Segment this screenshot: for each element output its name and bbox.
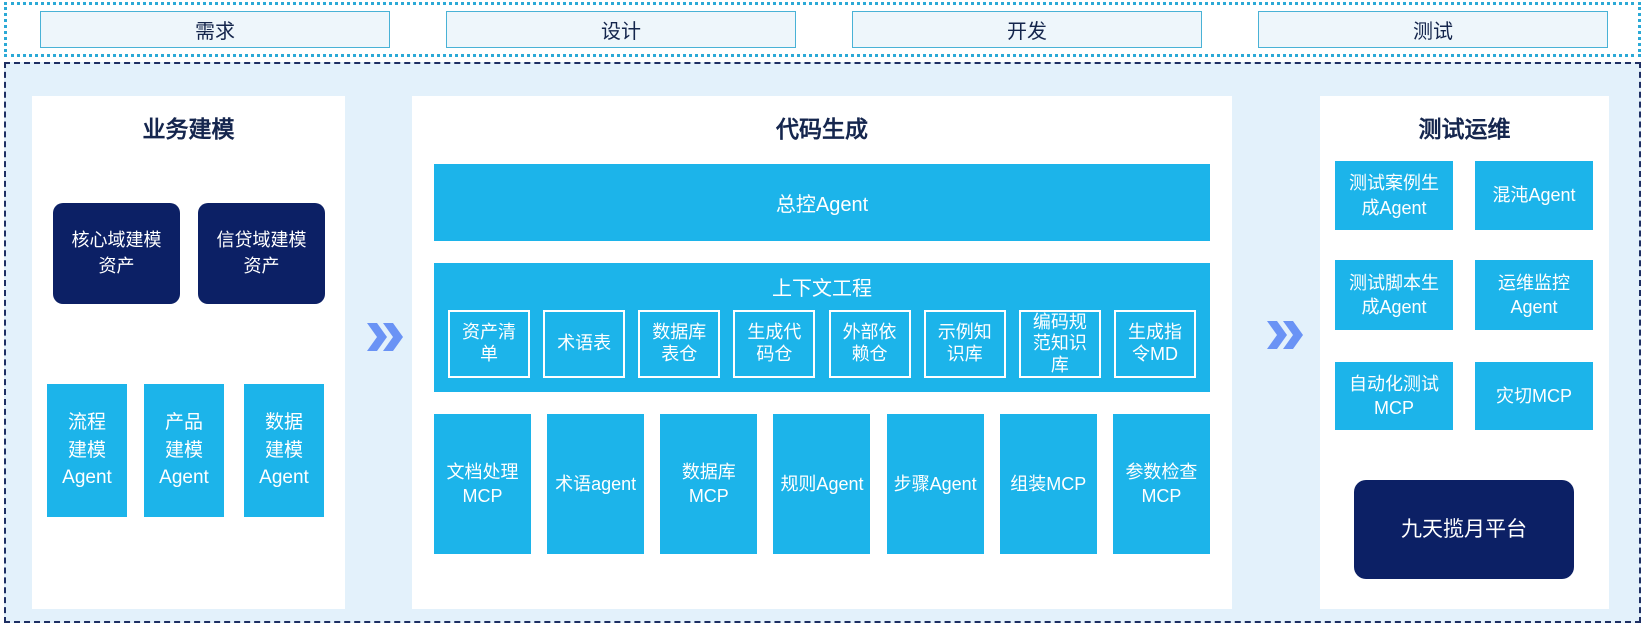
phase-testing: 测试 [1258, 11, 1608, 48]
tool-box-step-agent: 步骤Agent [886, 414, 984, 554]
agent-box-product-modeling: 产品 建模 Agent [144, 384, 224, 517]
context-items-row: 资产清 单 术语表 数据库 表仓 生成代 码仓 外部依 赖仓 示例知 识库 编码… [448, 310, 1196, 378]
context-item-db-table-repo: 数据库 表仓 [638, 310, 721, 378]
master-control-agent-bar: 总控Agent [434, 164, 1210, 241]
agent-box-process-modeling: 流程 建模 Agent [47, 384, 127, 517]
asset-box-core-domain: 核心域建模 资产 [53, 203, 180, 304]
agent-box-data-modeling: 数据 建模 Agent [244, 384, 324, 517]
chaos-agent-box: 混沌Agent [1475, 161, 1593, 230]
asset-box-credit-domain: 信贷域建模 资产 [198, 203, 325, 304]
context-item-glossary: 术语表 [543, 310, 626, 378]
tool-box-rule-agent: 规则Agent [773, 414, 871, 554]
main-area: 业务建模 核心域建模 资产 信贷域建模 资产 流程 建模 Agent 产品 建模… [4, 62, 1641, 623]
phase-strip: 需求 设计 开发 测试 [4, 2, 1641, 57]
tools-row: 文档处理 MCP 术语agent 数据库 MCP 规则Agent 步骤Agent… [434, 414, 1210, 554]
double-chevron-icon [365, 322, 403, 352]
tool-box-assembly-mcp: 组装MCP [999, 414, 1097, 554]
phase-design: 设计 [446, 11, 796, 48]
tool-box-param-check-mcp: 参数检查 MCP [1112, 414, 1210, 554]
panel-business-modeling: 业务建模 核心域建模 资产 信贷域建模 资产 流程 建模 Agent 产品 建模… [32, 96, 345, 609]
panel-test-ops: 测试运维 测试案例生 成Agent 混沌Agent 测试脚本生 成Agent 运… [1320, 96, 1609, 609]
context-item-example-knowledge-base: 示例知 识库 [923, 310, 1006, 378]
tool-box-doc-processing-mcp: 文档处理 MCP [434, 414, 531, 554]
test-script-generation-agent-box: 测试脚本生 成Agent [1335, 260, 1453, 330]
context-item-asset-list: 资产清 单 [448, 310, 530, 378]
disaster-switch-mcp-box: 灾切MCP [1475, 362, 1593, 430]
context-item-generated-code-repo: 生成代 码仓 [733, 310, 816, 378]
panel-title-code-generation: 代码生成 [776, 116, 868, 142]
panel-title-test-ops: 测试运维 [1418, 116, 1511, 142]
ops-monitoring-agent-box: 运维监控 Agent [1475, 260, 1593, 330]
context-item-external-dependency-repo: 外部依 赖仓 [828, 310, 911, 378]
context-item-coding-standard-knowledge-base: 编码规 范知识 库 [1018, 310, 1101, 378]
tool-box-database-mcp: 数据库 MCP [660, 414, 758, 554]
phase-development: 开发 [852, 11, 1202, 48]
automated-testing-mcp-box: 自动化测试 MCP [1335, 362, 1453, 430]
context-item-generate-instruction-md: 生成指 令MD [1113, 310, 1196, 378]
phase-requirements: 需求 [40, 11, 390, 48]
tool-box-glossary-agent: 术语agent [547, 414, 645, 554]
double-chevron-icon [1265, 320, 1303, 350]
jiutian-lanyue-platform-box: 九天揽月平台 [1354, 480, 1574, 579]
context-engineering-box: 上下文工程 资产清 单 术语表 数据库 表仓 生成代 码仓 外部依 赖仓 示例知… [434, 263, 1210, 392]
test-case-generation-agent-box: 测试案例生 成Agent [1335, 161, 1453, 230]
context-engineering-title: 上下文工程 [772, 278, 872, 300]
panel-title-business-modeling: 业务建模 [142, 116, 235, 142]
panel-code-generation: 代码生成 总控Agent 上下文工程 资产清 单 术语表 数据库 表仓 生成代 … [412, 96, 1232, 609]
